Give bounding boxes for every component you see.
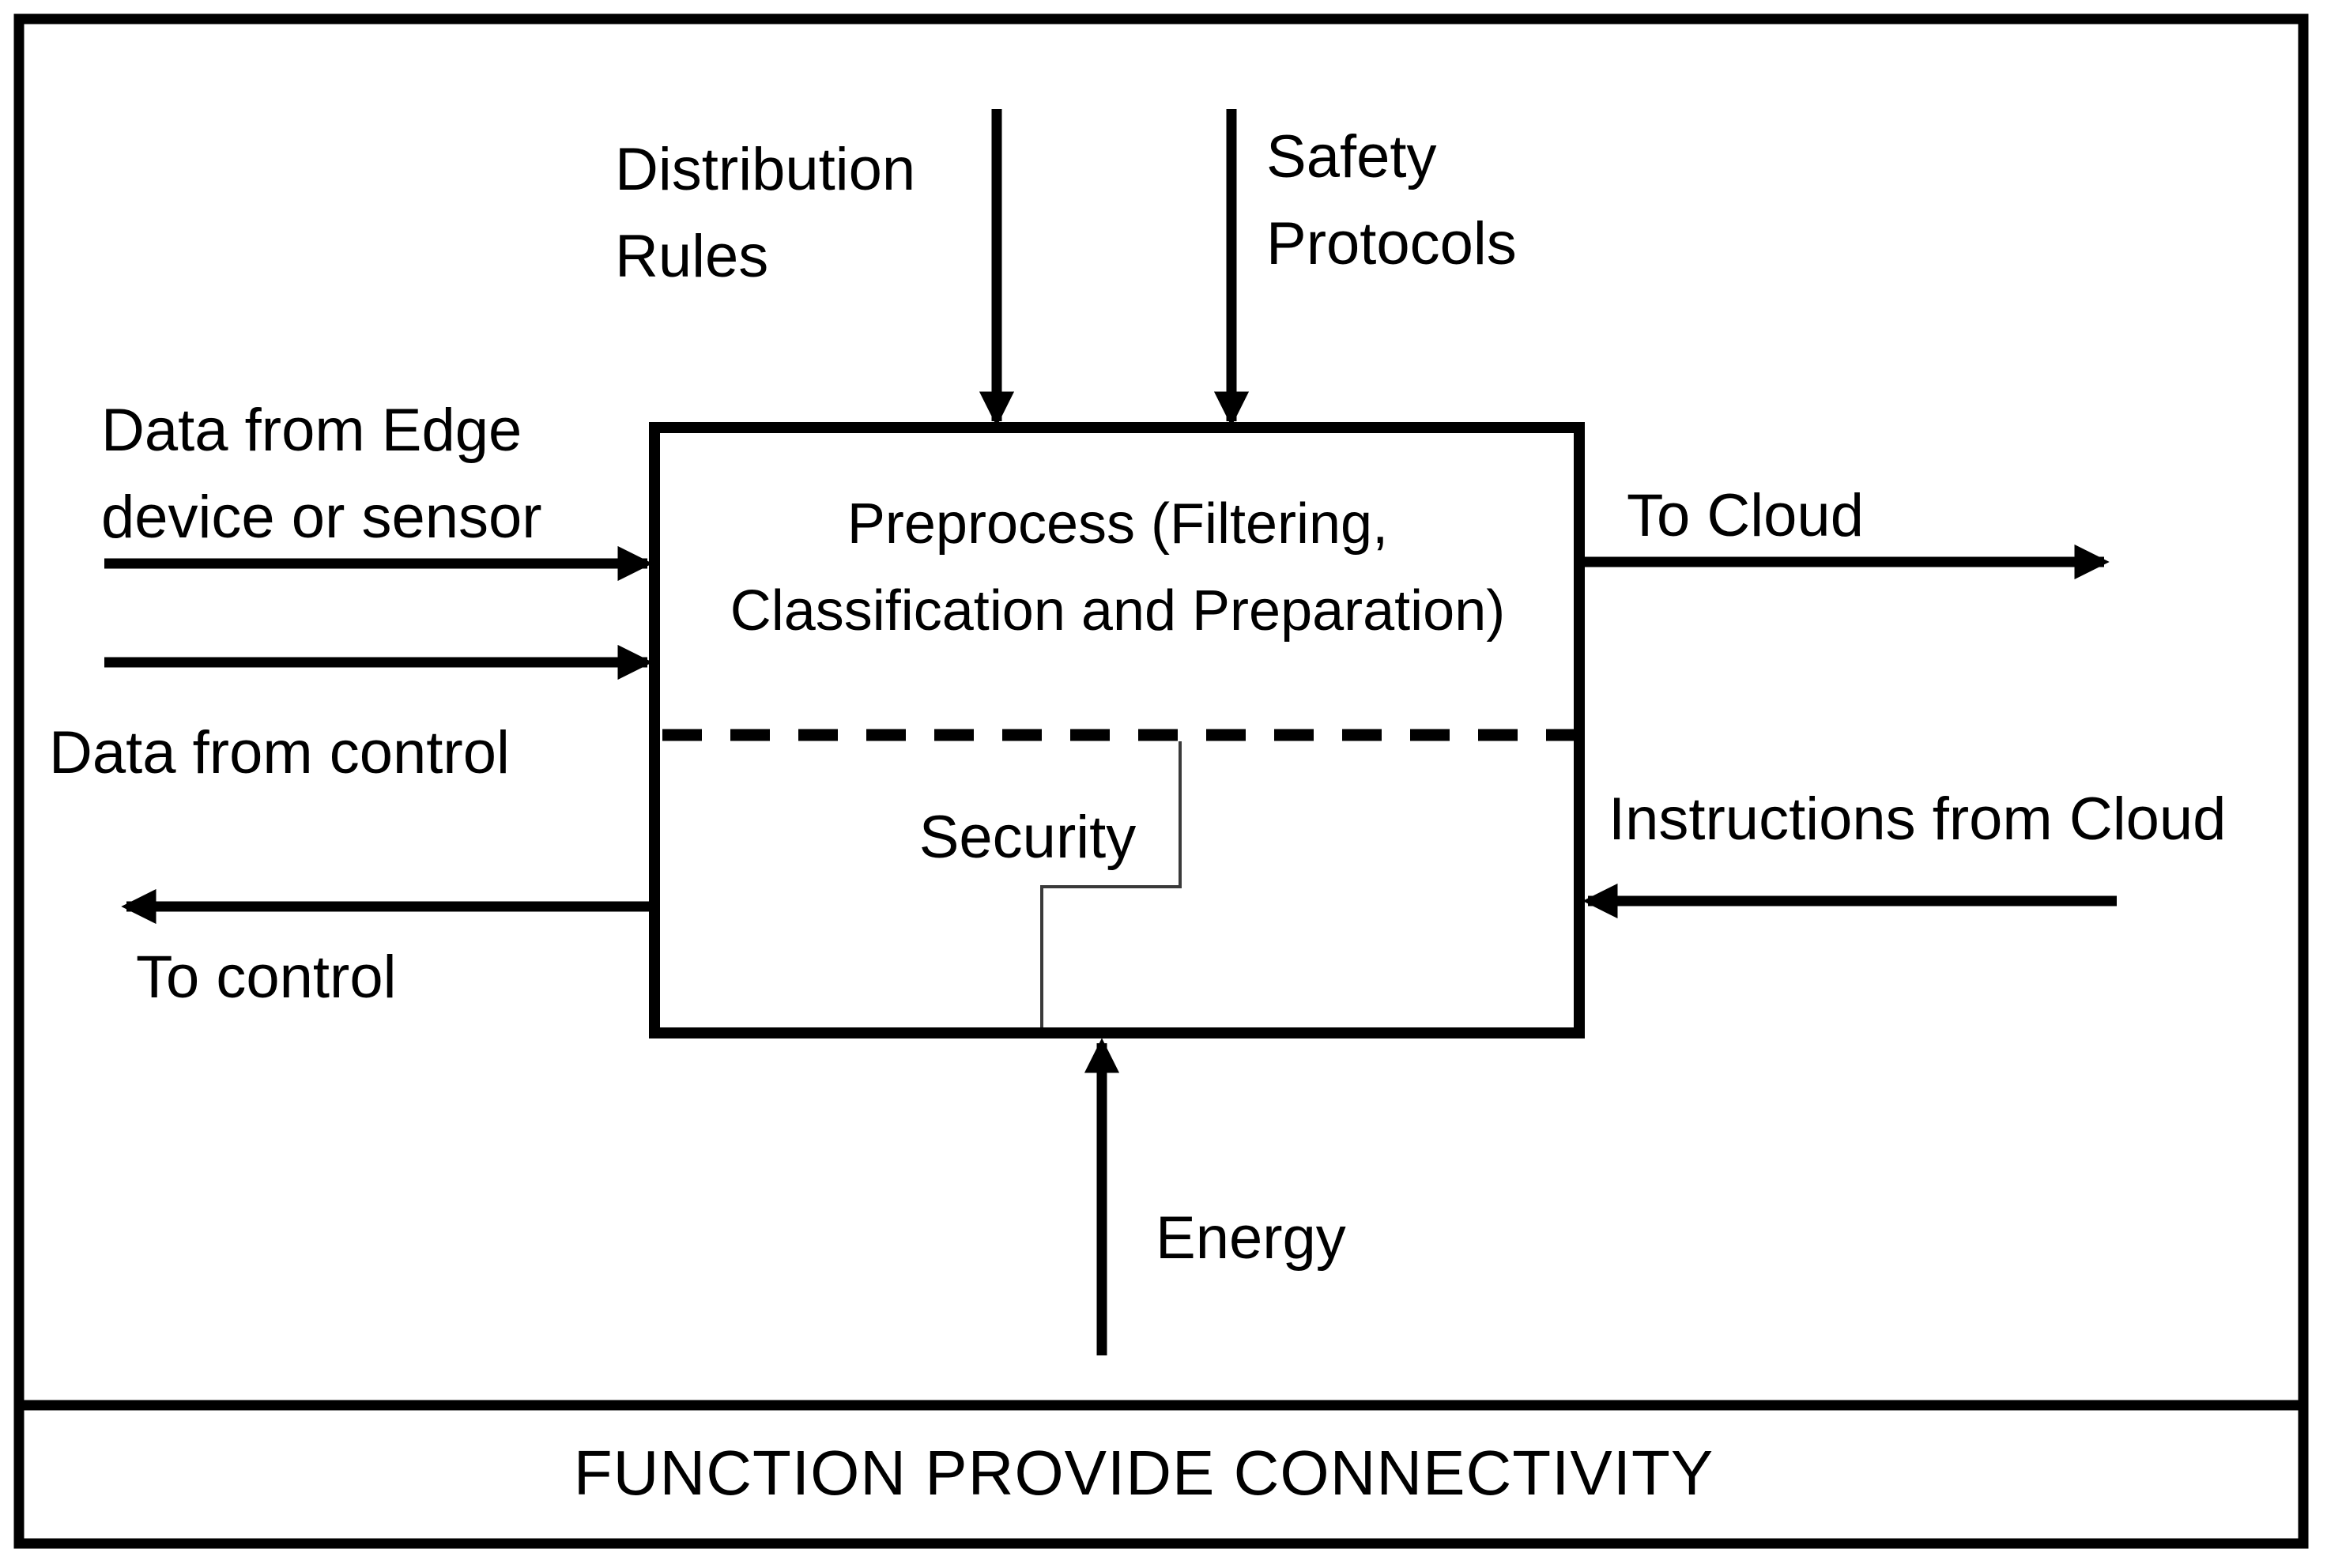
label-to-control: To control	[136, 944, 397, 1011]
label-instructions-from-cloud: Instructions from Cloud	[1609, 786, 2227, 853]
function-box-security-label: Security	[918, 804, 1137, 871]
banner-title: FUNCTION PROVIDE CONNECTIVITY	[573, 1438, 1714, 1508]
label-data-from-control: Data from control	[49, 719, 510, 786]
label-distribution-rules: Distribution Rules	[615, 136, 916, 290]
label-energy: Energy	[1156, 1204, 1346, 1272]
label-to-cloud: To Cloud	[1627, 482, 1864, 549]
outer-border	[13, 13, 2309, 1549]
function-box-title: Preprocess (Filtering, Classification an…	[730, 492, 1506, 643]
function-box	[649, 422, 1585, 1038]
label-safety-protocols: Safety Protocols	[1266, 123, 1517, 277]
security-step-line	[1040, 741, 1182, 1027]
label-data-from-edge: Data from Edge device or sensor	[101, 397, 542, 551]
